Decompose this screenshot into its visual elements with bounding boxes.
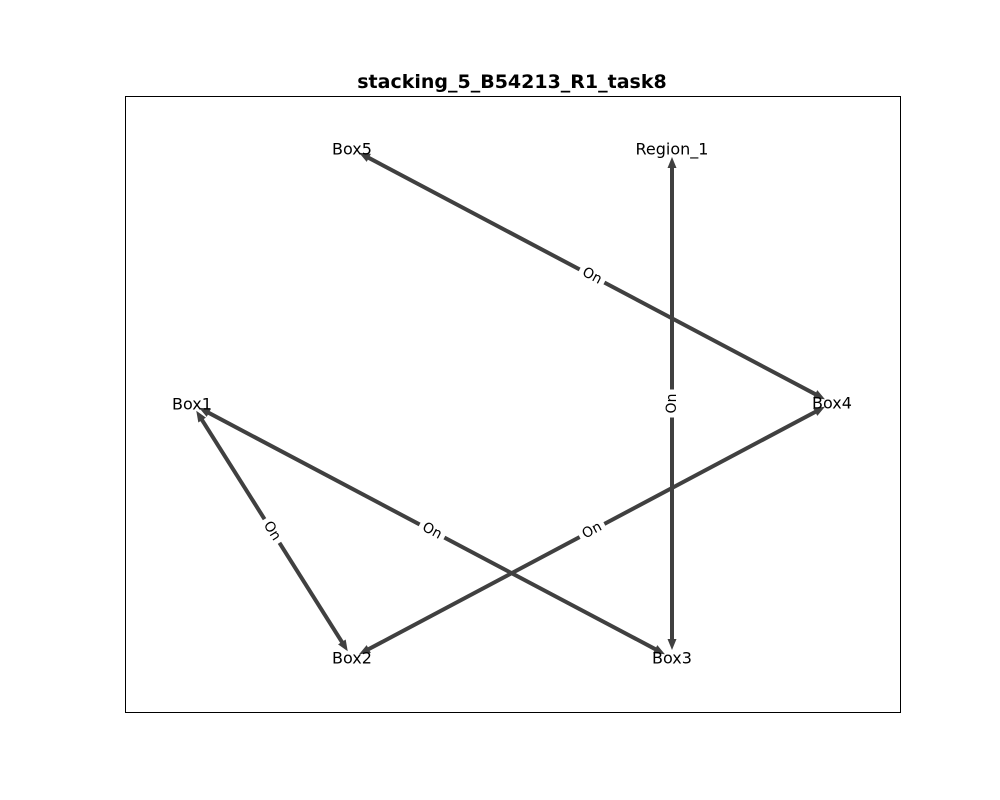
node-region1: Region_1: [636, 140, 709, 160]
plot-frame: [125, 96, 901, 713]
edge-label: On: [575, 515, 609, 546]
arrowhead-start: [359, 645, 371, 655]
arrowhead-end: [813, 406, 825, 416]
edge-box1-box2: On: [196, 410, 348, 652]
edge-label: On: [415, 516, 449, 546]
edge-box3-region1: On: [663, 157, 681, 650]
node-box4: Box4: [812, 394, 852, 413]
node-box2: Box2: [332, 649, 372, 668]
arrowhead-start: [667, 639, 677, 650]
node-box5: Box5: [332, 140, 372, 159]
arrowhead-start: [196, 410, 206, 423]
arrowhead-start: [199, 407, 211, 417]
edge-label: On: [663, 389, 681, 418]
arrowhead-end: [653, 645, 665, 655]
diagram-title: stacking_5_B54213_R1_task8: [357, 71, 666, 93]
edge-label-background: [663, 389, 681, 418]
arrowhead-end: [667, 157, 677, 168]
edge-box2-box4: On: [359, 406, 825, 655]
edge-label: On: [256, 514, 288, 548]
edge-label-background: [415, 516, 449, 546]
edge-label-background: [575, 261, 609, 291]
arrowhead-start: [813, 390, 825, 400]
edge-label-text: On: [664, 394, 680, 414]
arrowhead-end: [338, 639, 348, 652]
edge-box4-box5: On: [359, 152, 825, 400]
edge-box1-box3: On: [199, 407, 665, 655]
edge-label: On: [575, 261, 609, 291]
node-box3: Box3: [652, 649, 692, 668]
edge-label-background: [575, 515, 609, 546]
arrowhead-end: [359, 152, 371, 162]
node-box1: Box1: [172, 395, 212, 414]
edge-label-background: [256, 514, 288, 548]
